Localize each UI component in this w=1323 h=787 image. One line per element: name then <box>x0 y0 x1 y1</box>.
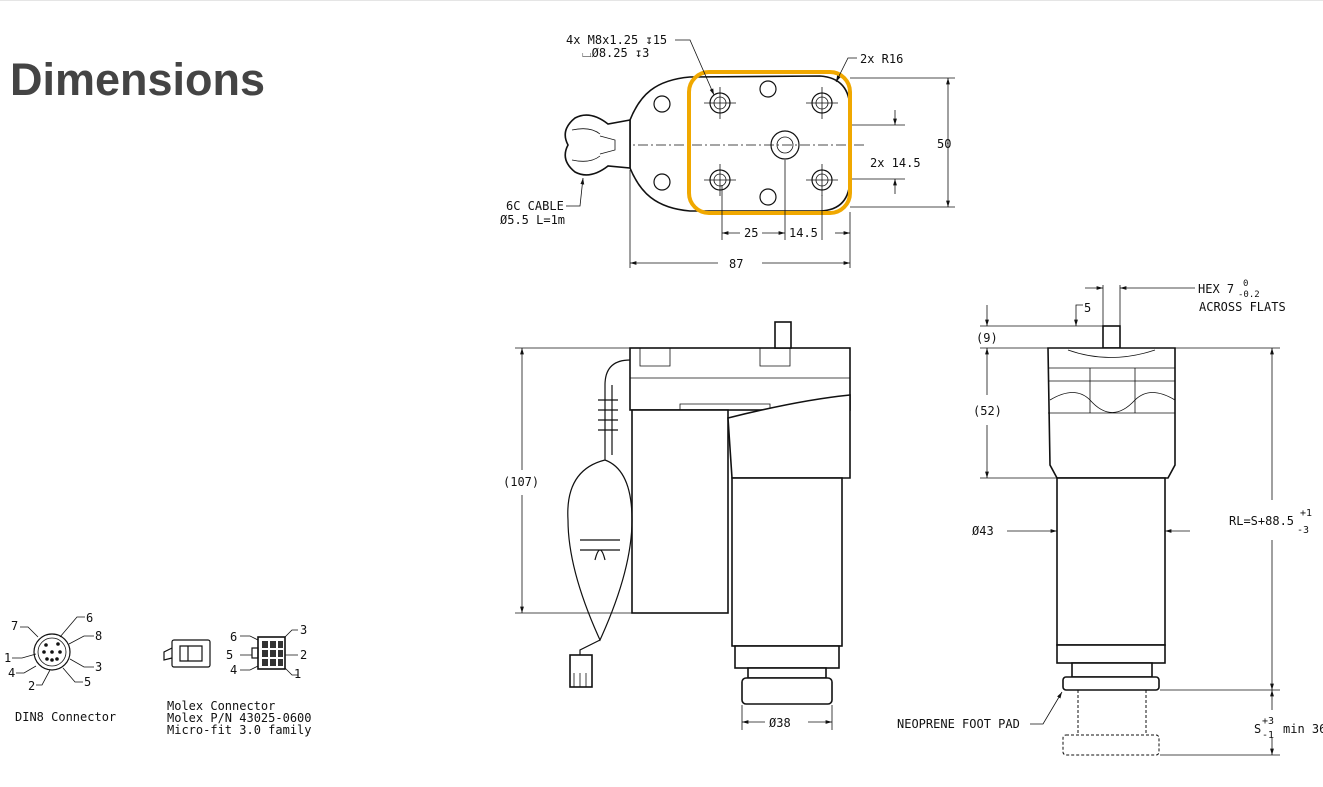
dim-hole-spacing-14-5: 14.5 <box>789 226 818 240</box>
din8-pin-1: 1 <box>4 651 11 665</box>
dim-hole-spacing-vertical: 2x 14.5 <box>870 156 921 170</box>
thread-callout-line1: 4x M8x1.25 ↧15 <box>566 33 667 47</box>
din8-outline <box>33 633 71 671</box>
side-view: (107) Ø38 <box>503 321 851 730</box>
molex-pin-6: 6 <box>230 630 237 644</box>
stroke-tol-upper: +3 <box>1262 716 1274 727</box>
top-view: 50 2x 14.5 25 14.5 87 4x M8x1.25 ↧15 ⌴Ø8… <box>500 33 955 271</box>
mount-hole <box>759 80 777 98</box>
side-body-cylinder <box>731 477 843 647</box>
thread-callout-line2: ⌴Ø8.25 ↧3 <box>582 46 649 60</box>
molex-label-line2: Molex P/N 43025-0600 <box>167 711 312 725</box>
dim-foot-diameter: Ø38 <box>769 716 791 730</box>
side-head <box>727 394 851 479</box>
dim-stud: 5 <box>1084 301 1091 315</box>
front-view: HEX 7 0 -0.2 ACROSS FLATS (9) 5 (52) Ø43… <box>897 279 1323 756</box>
front-foot <box>1062 676 1160 691</box>
foot-extended-position <box>1062 734 1160 756</box>
din8-pin-3: 3 <box>95 660 102 674</box>
din8-pin-5: 5 <box>84 675 91 689</box>
dim-stud-height: (9) <box>976 331 998 345</box>
radius-callout: 2x R16 <box>860 52 903 66</box>
dim-stroke: S <box>1254 722 1261 736</box>
din8-pin-4: 4 <box>8 666 15 680</box>
threaded-holes <box>704 87 838 196</box>
molex-pin-5: 5 <box>226 648 233 662</box>
molex-connector: 6 3 5 2 4 1 Molex Connector Molex P/N 43… <box>163 623 312 737</box>
molex-label-line1: Molex Connector <box>167 699 275 713</box>
center-stud <box>770 130 800 160</box>
molex-label-line3: Micro-fit 3.0 family <box>167 723 312 737</box>
mount-hole <box>759 188 777 206</box>
din8-connector: 7 6 8 1 3 4 2 5 DIN8 Connector <box>4 611 116 724</box>
din8-pin-7: 7 <box>11 619 18 633</box>
dim-hole-spacing-25: 25 <box>744 226 758 240</box>
rl-tol-lower: -3 <box>1297 525 1309 536</box>
molex-pin-3: 3 <box>300 623 307 637</box>
cable-gland <box>564 114 631 176</box>
mount-hole <box>653 95 671 113</box>
side-motor <box>631 409 729 614</box>
molex-side <box>171 639 211 668</box>
molex-pin-1: 1 <box>294 667 301 681</box>
din8-pin-6: 6 <box>86 611 93 625</box>
hex-label: HEX 7 <box>1198 282 1234 296</box>
dim-overall-length-87: 87 <box>729 257 743 271</box>
dim-stroke-min: min 36 <box>1283 722 1323 736</box>
mount-hole <box>653 173 671 191</box>
din8-pin-8: 8 <box>95 629 102 643</box>
side-foot <box>741 677 833 705</box>
dim-rl: RL=S+88.5 <box>1229 514 1294 528</box>
side-cable-loop <box>567 359 633 642</box>
page-title: Dimensions <box>10 54 266 105</box>
dim-body-diameter: Ø43 <box>972 524 994 538</box>
cable-callout-line2: Ø5.5 L=1m <box>500 213 565 227</box>
hex-stud <box>1102 325 1121 349</box>
dim-height-50: 50 <box>937 137 951 151</box>
page-top-border <box>0 0 1323 1</box>
hex-tol-upper: 0 <box>1243 279 1248 289</box>
cable-callout-line1: 6C CABLE <box>506 199 564 213</box>
front-body-cylinder <box>1056 477 1166 646</box>
molex-pin-2: 2 <box>300 648 307 662</box>
stroke-tol-lower: -1 <box>1262 730 1274 741</box>
hex-across-flats: ACROSS FLATS <box>1199 300 1286 314</box>
dim-head-height: (52) <box>973 404 1002 418</box>
din8-label: DIN8 Connector <box>15 710 116 724</box>
highlight-box <box>687 70 852 215</box>
rl-tol-upper: +1 <box>1300 508 1312 519</box>
dim-side-height: (107) <box>503 475 539 489</box>
hex-tol-lower: -0.2 <box>1238 290 1260 300</box>
din8-pin-2: 2 <box>28 679 35 693</box>
foot-pad-callout: NEOPRENE FOOT PAD <box>897 717 1020 731</box>
molex-pin-4: 4 <box>230 663 237 677</box>
